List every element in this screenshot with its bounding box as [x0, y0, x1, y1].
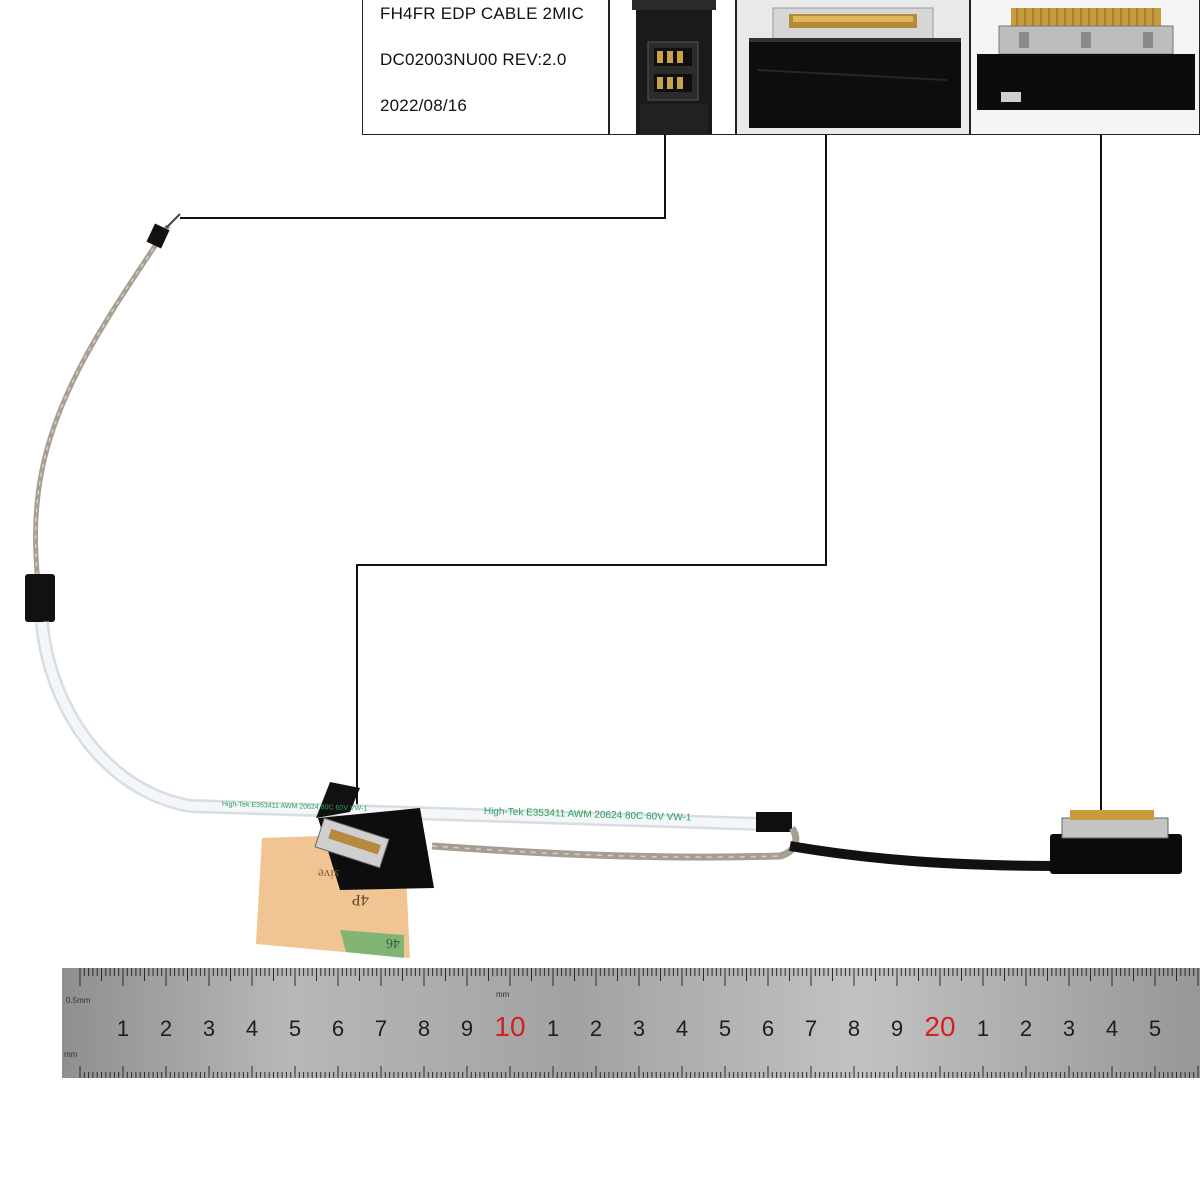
ruler-number: 8 [418, 1016, 430, 1041]
ruler-number: 3 [1063, 1016, 1075, 1041]
ruler-number: 9 [461, 1016, 473, 1041]
ruler-number: 5 [719, 1016, 731, 1041]
ffc-end-connector [756, 812, 792, 832]
leader-line-mic [180, 135, 666, 219]
leader-line-panel [356, 135, 827, 850]
ruler-number: 4 [1106, 1016, 1118, 1041]
ruler-number: 1 [547, 1016, 559, 1041]
ruler-number: 5 [1149, 1016, 1161, 1041]
mic-tip-connector [146, 223, 170, 249]
ruler-unit-bottom: mm [64, 1050, 78, 1059]
ruler-number: 2 [1020, 1016, 1032, 1041]
product-label-box: FH4FR EDP CABLE 2MIC DC02003NU00 REV:2.0… [362, 0, 609, 135]
ruler-number: 10 [494, 1011, 525, 1042]
thumbnail-mic-connector [609, 0, 736, 135]
board-connector-closeup [971, 0, 1199, 134]
thumbnail-panel-connector [736, 0, 970, 135]
product-title: FH4FR EDP CABLE 2MIC [380, 4, 584, 23]
ruler-number: 8 [848, 1016, 860, 1041]
ruler-number: 20 [924, 1011, 955, 1042]
ruler-number: 3 [633, 1016, 645, 1041]
mic-wire [33, 224, 171, 586]
steel-ruler [62, 968, 1200, 1078]
ruler-number: 5 [289, 1016, 301, 1041]
ruler-number: 9 [891, 1016, 903, 1041]
ruler-number: 1 [117, 1016, 129, 1041]
lvds-wire [431, 826, 800, 861]
main-black-cable [789, 841, 1061, 871]
panel-connector-closeup [737, 0, 969, 134]
part-number-revision: DC02003NU00 REV:2.0 [380, 50, 567, 69]
mic-sleeve-connector [25, 574, 55, 622]
ruler-unit-top: 0.5mm [66, 996, 91, 1005]
tape-text-a: sive [317, 866, 340, 883]
manufacture-date: 2022/08/16 [380, 96, 468, 115]
ruler-number: 2 [590, 1016, 602, 1041]
ruler-number: 1 [977, 1016, 989, 1041]
ruler-number: 7 [375, 1016, 387, 1041]
ruler-number: 4 [246, 1016, 258, 1041]
ruler-ticks [79, 968, 1199, 1078]
tape-text-c: 46 [385, 934, 401, 951]
board-connector-body [1050, 834, 1182, 874]
ruler-unit-mid: mm [496, 990, 510, 999]
ruler-number: 7 [805, 1016, 817, 1041]
mic-connector-closeup [632, 0, 716, 134]
ruler-numbers: 1 2 3 4 5 6 7 8 9 10 1 2 3 4 5 6 7 8 9 20 1 2 3 4 5 [117, 1011, 1161, 1042]
ruler-number: 6 [332, 1016, 344, 1041]
ruler-number: 3 [203, 1016, 215, 1041]
ruler-number: 6 [762, 1016, 774, 1041]
tape-text-b: 4P [351, 890, 370, 909]
board-connector-head [1061, 817, 1169, 839]
ruler-number: 4 [676, 1016, 688, 1041]
ruler-number: 2 [160, 1016, 172, 1041]
thumbnail-board-connector [970, 0, 1200, 135]
